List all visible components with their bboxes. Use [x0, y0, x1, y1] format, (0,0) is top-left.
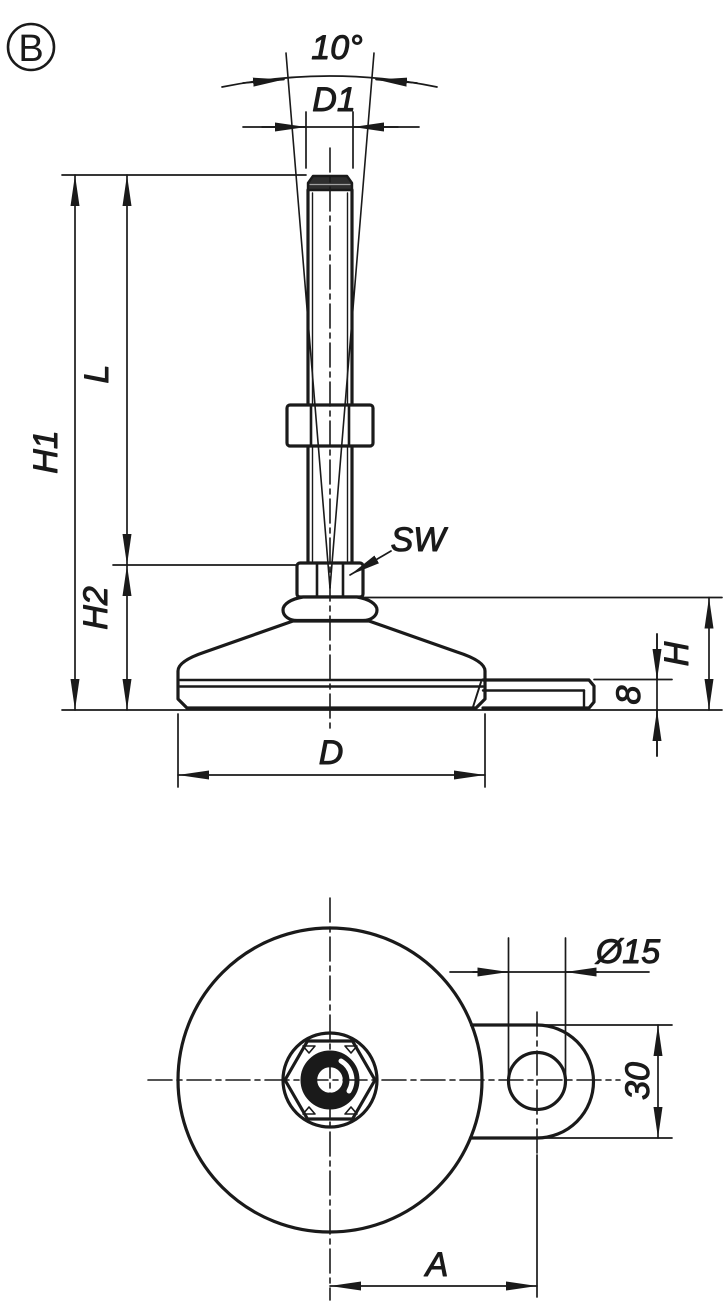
label-30: 30: [619, 1062, 657, 1100]
hex-chamfer-mark: [302, 1045, 316, 1054]
view-label-text: B: [18, 28, 43, 70]
top-view: Ø15 30 A: [147, 897, 673, 1301]
front-view-dimensions: [61, 75, 723, 788]
label-d1: D1: [312, 81, 355, 119]
hex-chamfer-mark: [344, 1106, 358, 1115]
tab-side: [481, 678, 596, 710]
dim-angle-arrow-right: [375, 77, 418, 87]
label-h2: H2: [77, 586, 115, 630]
label-sw: SW: [391, 521, 449, 559]
label-h1: H1: [27, 430, 65, 473]
base-corner-edge: [472, 681, 482, 708]
view-label: B: [6, 22, 56, 72]
hub-ring-highlight: [338, 1058, 355, 1094]
plan-centerlines: [147, 897, 621, 1301]
sw-leader: [349, 550, 392, 576]
hex-chamfer-mark: [302, 1106, 316, 1115]
top-view-dimensions: [329, 937, 673, 1298]
label-l: L: [78, 365, 116, 384]
label-8: 8: [610, 685, 648, 704]
label-angle: 10°: [311, 29, 362, 67]
front-view: 10° D1 H1 L H2 SW H 8 D: [27, 29, 723, 788]
tab-plan: [468, 1023, 596, 1140]
view-label-circle: [6, 22, 56, 72]
label-d: D: [319, 734, 344, 772]
protective-cap: [306, 174, 354, 192]
hex-chamfer-mark: [344, 1045, 358, 1054]
label-dia15: Ø15: [595, 933, 660, 971]
label-a: A: [424, 1246, 449, 1284]
label-h: H: [658, 641, 696, 666]
dim-angle-arrow-left: [242, 77, 285, 87]
cone-angle-lines: [285, 52, 375, 589]
